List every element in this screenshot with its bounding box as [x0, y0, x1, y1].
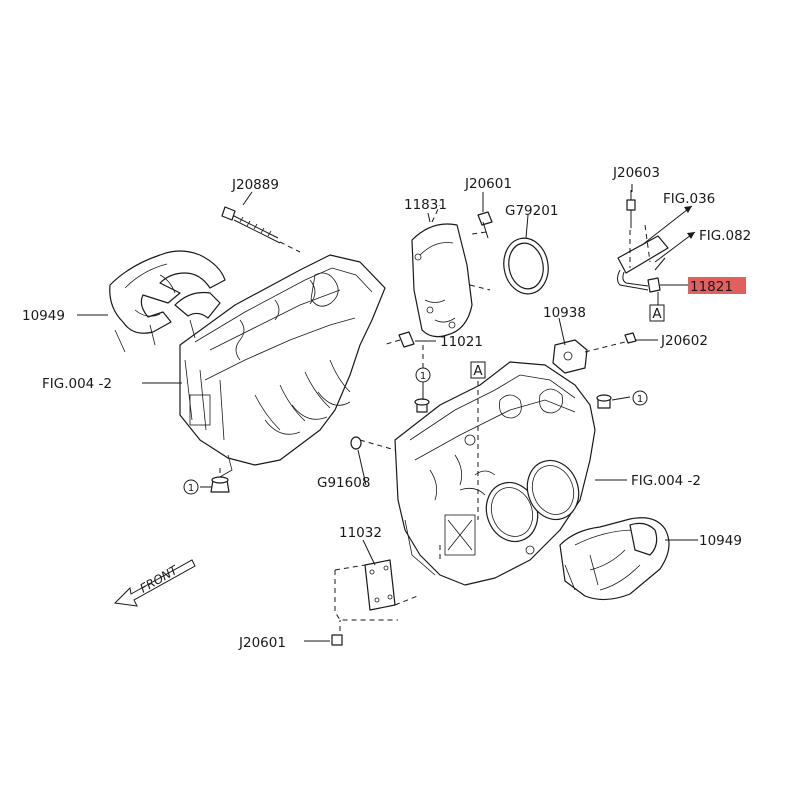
label-10949-right: 10949	[699, 533, 742, 549]
bolt-j20889	[221, 206, 301, 253]
label-g79201: G79201	[505, 203, 558, 219]
bolt-j20601-bottom	[331, 634, 343, 646]
ref-box-a-upper-text: A	[652, 306, 662, 322]
right-crank-cover-10949	[559, 517, 670, 601]
ref-box-a-lower-text: A	[473, 363, 483, 379]
label-fig004-left: FIG.004 -2	[42, 376, 112, 392]
circle-marker-1-b: 1	[632, 390, 648, 406]
oil-seal-g79201	[503, 237, 549, 295]
ref-box-a-lower: A	[470, 361, 486, 379]
label-j20601-top: J20601	[464, 176, 512, 192]
label-fig082: FIG.082	[699, 228, 751, 244]
circle-marker-1-a: 1	[415, 367, 431, 383]
label-10949-left: 10949	[22, 308, 65, 324]
right-cylinder-block	[394, 345, 596, 586]
circle-marker-1-c-text: 1	[188, 483, 194, 494]
label-j20602: J20602	[660, 333, 708, 349]
circle-marker-1-b-text: 1	[637, 394, 643, 405]
plate-11032	[334, 559, 421, 640]
drain-plug-upper	[414, 398, 430, 413]
label-11021: 11021	[440, 334, 483, 350]
highlight-11821	[688, 277, 746, 294]
label-front: FRONT	[138, 562, 182, 595]
label-j20889: J20889	[231, 177, 279, 193]
label-11831: 11831	[404, 197, 447, 213]
label-fig036: FIG.036	[663, 191, 715, 207]
bracket-10938	[552, 339, 626, 374]
front-direction-arrow	[113, 559, 196, 607]
label-j20601-bottom: J20601	[238, 635, 286, 651]
pipe-11821	[617, 205, 696, 305]
label-g91608: G91608	[317, 475, 370, 491]
left-crank-cover-10949	[109, 250, 226, 353]
bolt-j20603	[626, 190, 636, 228]
bolt-j20601-top	[471, 211, 493, 239]
circle-marker-1-c: 1	[183, 479, 199, 495]
o-ring-g91608	[350, 436, 396, 451]
label-10938: 10938	[543, 305, 586, 321]
drain-plug-lower	[210, 468, 230, 493]
circle-marker-1-a-text: 1	[420, 371, 426, 382]
plug-11021	[382, 331, 415, 348]
front-cover-11831	[411, 204, 491, 338]
label-11821: 11821	[690, 279, 733, 295]
left-cylinder-block	[179, 254, 386, 479]
bolt-j20602	[624, 332, 637, 344]
label-11032: 11032	[339, 525, 382, 541]
label-j20603: J20603	[612, 165, 660, 181]
leader-lines	[77, 184, 698, 642]
drain-plug-right	[596, 394, 612, 409]
label-fig004-right: FIG.004 -2	[631, 473, 701, 489]
ref-box-a-upper: A	[649, 304, 665, 322]
